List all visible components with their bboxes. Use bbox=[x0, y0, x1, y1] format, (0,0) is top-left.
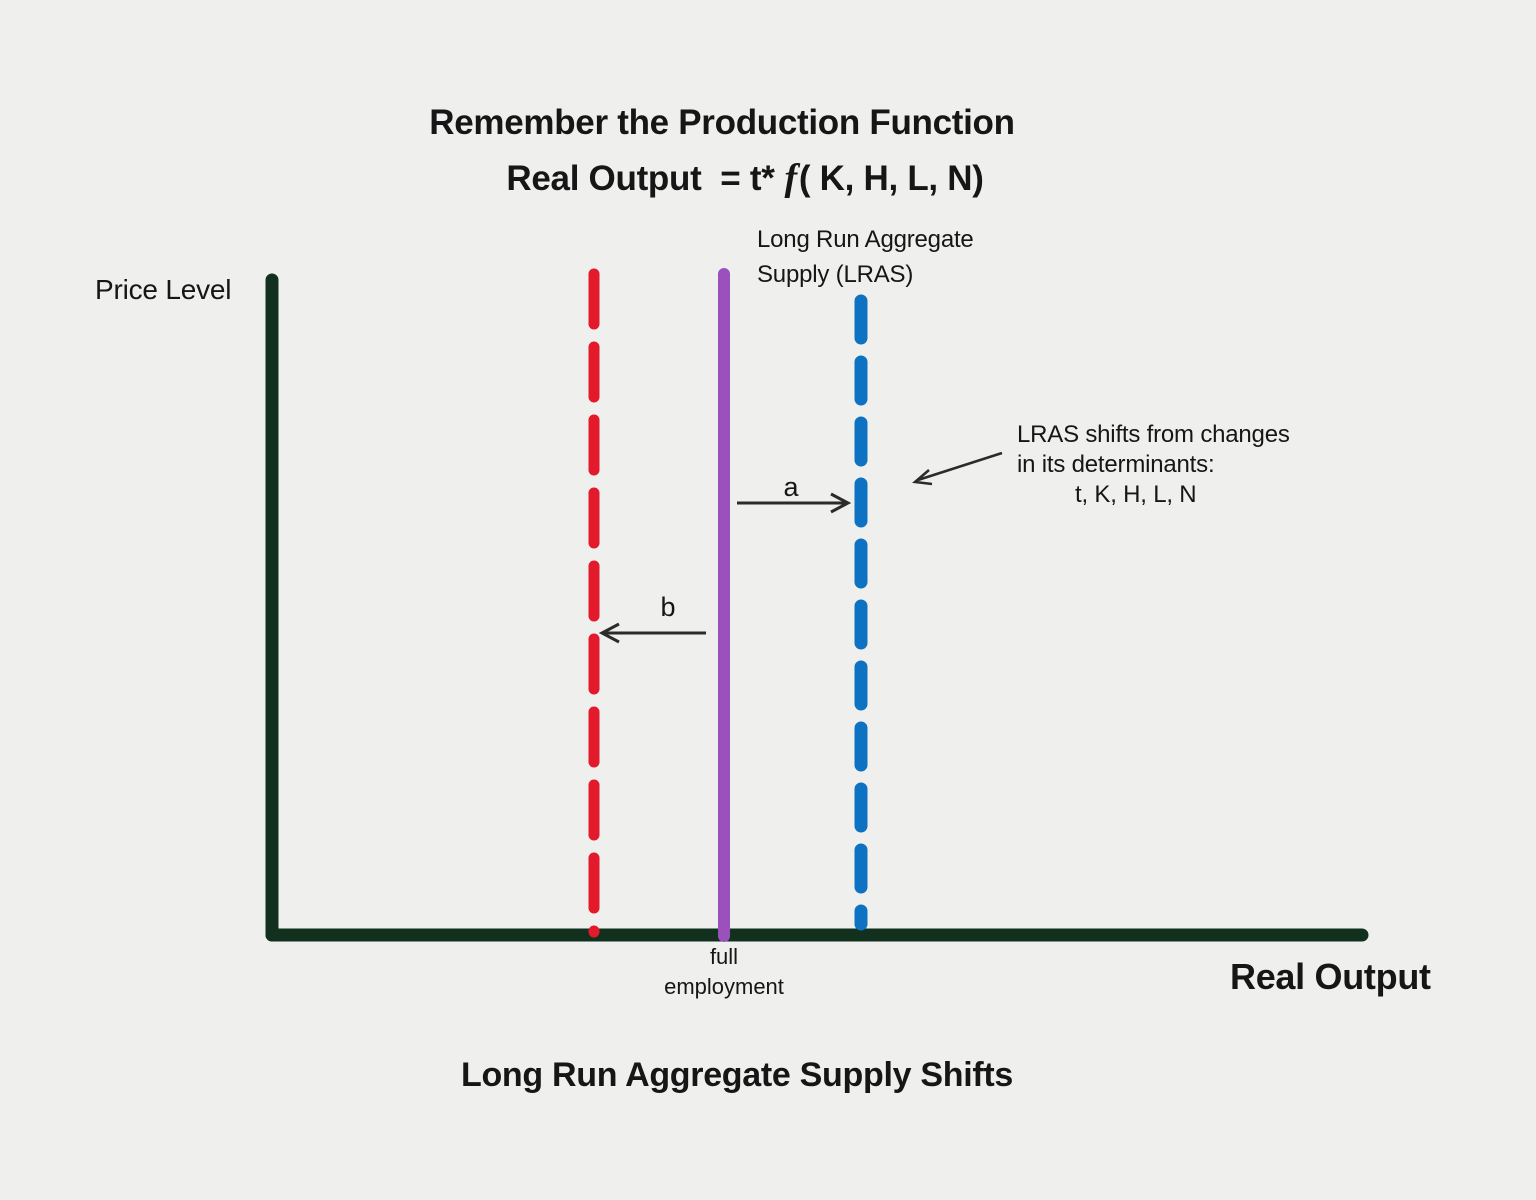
title-line-1: Remember the Production Function bbox=[429, 103, 1015, 142]
shift-label-a: a bbox=[783, 472, 799, 502]
full-employment-label-line1: full bbox=[709, 944, 739, 969]
annotation-arrow bbox=[912, 451, 1003, 486]
full-employment-label-line2: employment bbox=[664, 974, 784, 999]
title-line-2: Real Output = t*f( K, H, L, N) bbox=[295, 156, 1195, 200]
title-equation-prefix: Real Output = t* bbox=[506, 159, 775, 198]
title-equation-f: f bbox=[784, 157, 798, 199]
shift-arrow-right-head bbox=[830, 492, 852, 514]
figure-caption: Long Run Aggregate Supply Shifts bbox=[460, 1056, 1013, 1094]
annotation-arrow-head bbox=[912, 469, 933, 486]
y-axis-label: Price Level bbox=[95, 274, 232, 305]
lras-curve-label-line2: Supply (LRAS) bbox=[757, 261, 914, 288]
shift-label-b: b bbox=[660, 592, 676, 622]
title-equation-suffix: ( K, H, L, N) bbox=[798, 159, 984, 198]
determinants-annotation-line2: in its determinants: bbox=[1017, 451, 1215, 478]
annotation-arrow-shaft bbox=[917, 451, 1003, 482]
full-employment-label: full employment bbox=[574, 942, 874, 1002]
shift-arrow-left bbox=[598, 622, 706, 644]
shift-arrow-left-head bbox=[598, 622, 620, 644]
lras-curve-label-line1: Long Run Aggregate bbox=[757, 226, 974, 253]
lras-curve-label: Long Run Aggregate Supply (LRAS) bbox=[757, 222, 974, 292]
x-axis-label: Real Output bbox=[1230, 956, 1431, 997]
determinants-annotation-line3: t, K, H, L, N bbox=[1075, 481, 1197, 508]
determinants-annotation-line1: LRAS shifts from changes bbox=[1017, 421, 1290, 448]
shift-arrow-right bbox=[737, 492, 852, 514]
determinants-annotation: LRAS shifts from changes in its determin… bbox=[1017, 420, 1290, 510]
